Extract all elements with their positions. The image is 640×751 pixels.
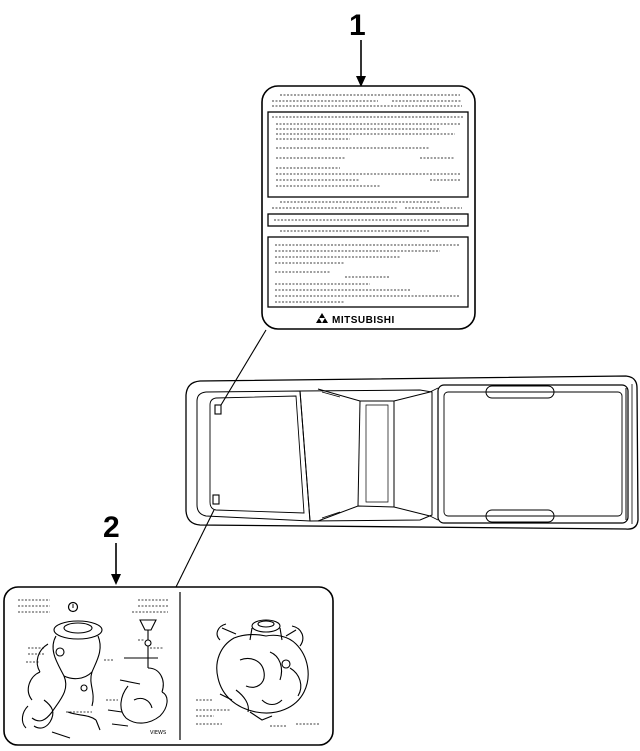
label-2-sticker: VIEWS [3,586,334,746]
mitsubishi-logo-icon [316,313,328,323]
label-1-fine-print [272,94,462,107]
callout-1-number: 1 [349,9,366,42]
label-1-middle-strip [267,213,469,227]
callout-2-number: 2 [103,511,120,544]
label-2-location-marker [212,494,220,505]
check-valve-illustration [107,619,168,727]
arrow-down-icon [356,76,366,87]
callout-1: 1 [349,9,366,87]
arrow-down-icon [111,574,121,585]
views-text: VIEWS [150,730,166,736]
clock-dial-icon [67,601,79,613]
label-1-sticker: MITSUBISHI [261,85,476,330]
label-1-lower-panel [267,236,469,308]
callout-2: 2 [103,511,121,585]
label-1-upper-panel [267,111,469,198]
leader-line-2 [175,509,215,588]
label-1-brand-text: MITSUBISHI [332,315,395,326]
pickup-truck-top-view [185,375,639,530]
engine-hose-routing-illustration [21,620,103,739]
leader-line-1 [220,329,267,406]
engine-overview-illustration [216,619,309,721]
label-1-location-marker [214,404,222,415]
